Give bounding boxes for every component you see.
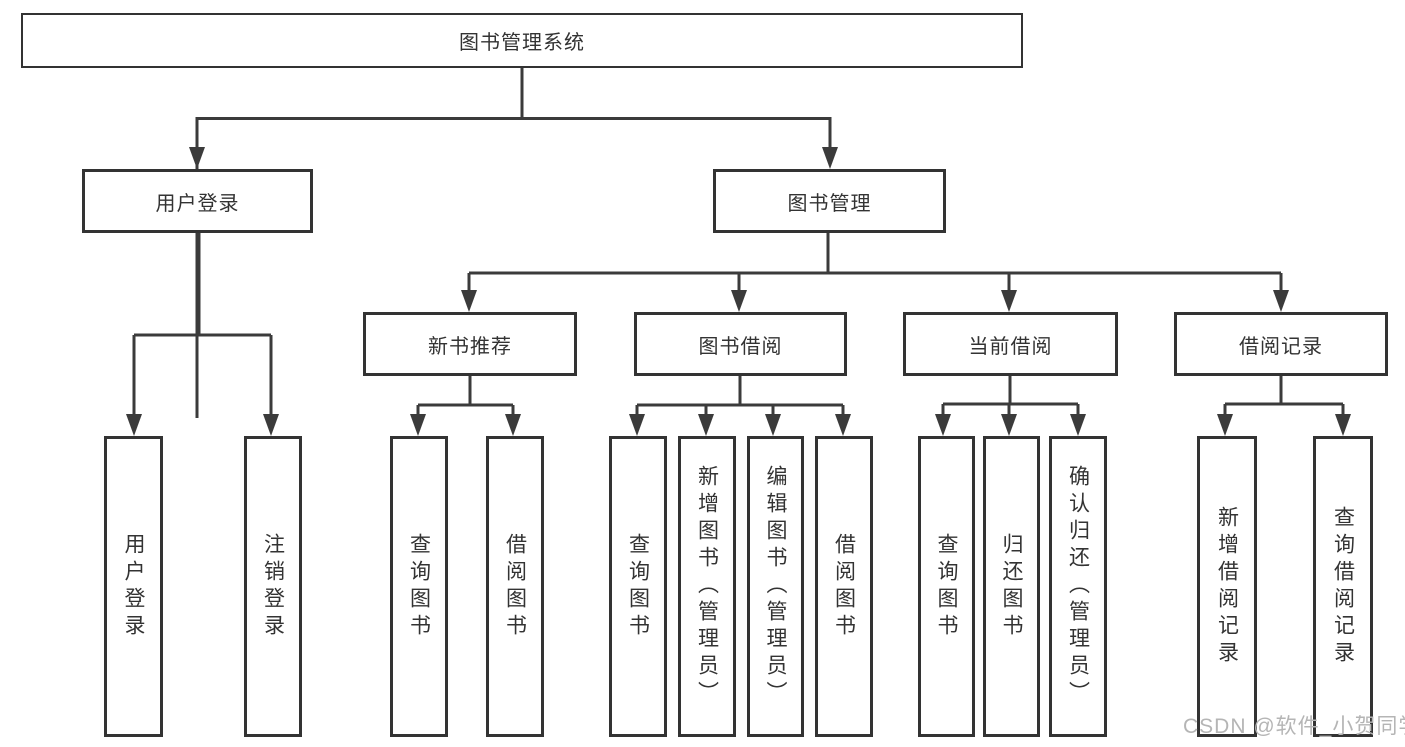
leaf-confirm-return-admin: 确认归还（管理员）	[1049, 436, 1107, 737]
watermark: CSDN @软件_小贺同学	[1183, 715, 1405, 738]
leaf-query-books-borrowing: 查询图书	[609, 436, 667, 737]
leaf-edit-books-admin: 编辑图书（管理员）	[747, 436, 804, 737]
leaf-logout: 注销登录	[244, 436, 302, 737]
leaf-borrow-books-borrowing: 借阅图书	[815, 436, 873, 737]
leaf-add-books-admin: 新增图书（管理员）	[678, 436, 736, 737]
node-book-management: 图书管理	[713, 169, 946, 233]
leaf-borrow-books-recommend: 借阅图书	[486, 436, 544, 737]
leaf-user-login: 用户登录	[104, 436, 163, 737]
node-book-borrowing: 图书借阅	[634, 312, 847, 376]
node-borrowing-records: 借阅记录	[1174, 312, 1388, 376]
node-current-borrowing: 当前借阅	[903, 312, 1118, 376]
node-user-login: 用户登录	[82, 169, 313, 233]
leaf-add-borrow-record: 新增借阅记录	[1197, 436, 1257, 737]
leaf-query-books-current: 查询图书	[918, 436, 975, 737]
node-new-book-recommend: 新书推荐	[363, 312, 577, 376]
leaf-return-books: 归还图书	[983, 436, 1040, 737]
leaf-query-borrow-record: 查询借阅记录	[1313, 436, 1373, 737]
node-library-management-system: 图书管理系统	[21, 13, 1023, 68]
leaf-query-books-recommend: 查询图书	[390, 436, 448, 737]
